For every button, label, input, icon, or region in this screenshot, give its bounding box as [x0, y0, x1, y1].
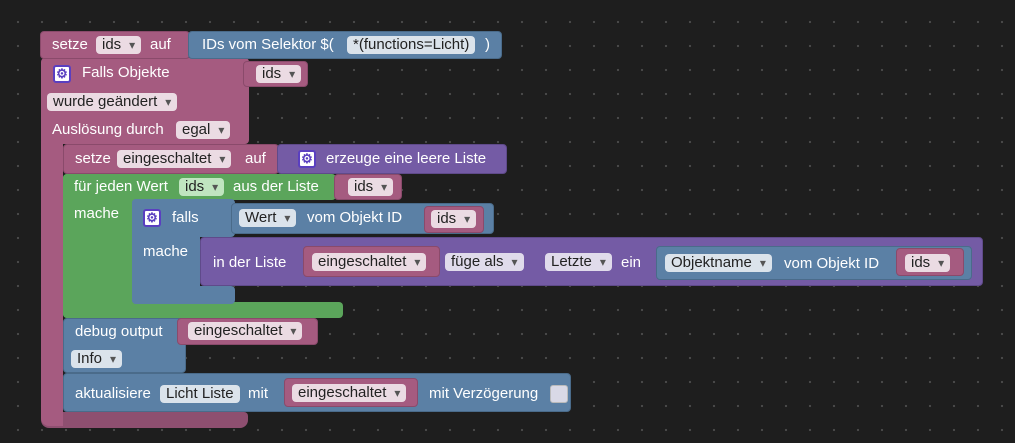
gear-icon[interactable]: ⚙ [298, 150, 316, 168]
if-object-ids-dropdown[interactable]: ids [431, 210, 477, 228]
debug-variable-block[interactable]: eingeschaltet [177, 318, 318, 345]
update-label: aktualisiere [75, 385, 151, 402]
triggered-by-dropdown[interactable]: egal [176, 121, 231, 139]
update-variable-block[interactable]: eingeschaltet [284, 378, 418, 407]
create-list-block[interactable]: ⚙ erzeuge eine leere Liste [277, 144, 507, 174]
trigger-ids-dropdown[interactable]: ids [256, 65, 302, 83]
in-list-label: in der Liste [213, 254, 287, 271]
selector-block[interactable]: IDs vom Selektor $( *(functions=Licht) ) [188, 31, 502, 59]
insert-list-var-block[interactable]: eingeschaltet [303, 246, 440, 277]
of-object-label: vom Objekt ID [307, 209, 403, 226]
loop-list-block[interactable]: ids [334, 174, 402, 200]
insert-object-var-block[interactable]: ids [896, 248, 964, 276]
create-list-label: erzeuge eine leere Liste [326, 150, 487, 167]
insert-of-object-label: vom Objekt ID [784, 255, 880, 272]
selector-close-paren: ) [485, 36, 490, 53]
insert-object-ids-dropdown[interactable]: ids [905, 254, 951, 272]
value-dropdown[interactable]: Wert [239, 209, 297, 227]
update-with-label: mit [248, 385, 268, 402]
trigger-block-bottom-arm [41, 412, 248, 428]
triggered-by-label: Auslösung durch [52, 121, 164, 138]
for-each-header[interactable]: für jeden Wert ids aus der Liste [63, 174, 336, 200]
list-variable-dropdown[interactable]: eingeschaltet [117, 150, 232, 168]
debug-level-dropdown[interactable]: Info [71, 350, 123, 368]
loop-list-dropdown[interactable]: ids [348, 178, 394, 196]
update-variable-dropdown[interactable]: eingeschaltet [292, 384, 407, 402]
set-list-to-label: auf [245, 150, 266, 167]
to-label: auf [150, 36, 171, 53]
if-object-var-block[interactable]: ids [424, 206, 484, 233]
loop-variable-dropdown[interactable]: ids [179, 178, 225, 196]
for-each-label: für jeden Wert [74, 178, 168, 195]
from-list-label: aus der Liste [233, 178, 319, 195]
debug-variable-dropdown[interactable]: eingeschaltet [188, 322, 303, 340]
set-ids-block[interactable]: setze ids auf [40, 31, 190, 59]
insert-suffix-label: ein [621, 254, 642, 271]
if-do-label: mache [143, 243, 189, 260]
condition-dropdown[interactable]: wurde geändert [47, 93, 178, 111]
gear-icon[interactable]: ⚙ [53, 65, 71, 83]
insert-mode-dropdown[interactable]: füge als [445, 253, 524, 271]
if-header[interactable]: ⚙ falls [132, 199, 235, 237]
ids-variable-dropdown[interactable]: ids [96, 36, 142, 54]
if-label: falls [172, 209, 199, 226]
selector-value-field[interactable]: *(functions=Licht) [347, 36, 476, 54]
update-target-field[interactable]: Licht Liste [160, 385, 240, 403]
debug-label: debug output [75, 323, 163, 340]
set-label: setze [52, 36, 88, 53]
gear-icon[interactable]: ⚙ [143, 209, 161, 227]
selector-label: IDs vom Selektor $( [202, 36, 334, 53]
object-property-dropdown[interactable]: Objektname [665, 254, 772, 272]
insert-position-dropdown[interactable]: Letzte [545, 253, 612, 271]
trigger-block-body[interactable] [41, 58, 63, 426]
trigger-label: Falls Objekte [82, 64, 170, 81]
delay-checkbox[interactable] [550, 385, 568, 403]
set-list-label: setze [75, 150, 111, 167]
loop-do-label: mache [74, 205, 120, 222]
insert-list-dropdown[interactable]: eingeschaltet [312, 253, 427, 271]
trigger-objects-block[interactable]: ids [243, 61, 308, 87]
delay-label: mit Verzögerung [429, 385, 539, 402]
debug-block[interactable]: debug output Info [63, 318, 186, 373]
set-list-block[interactable]: setze eingeschaltet auf [63, 144, 279, 174]
